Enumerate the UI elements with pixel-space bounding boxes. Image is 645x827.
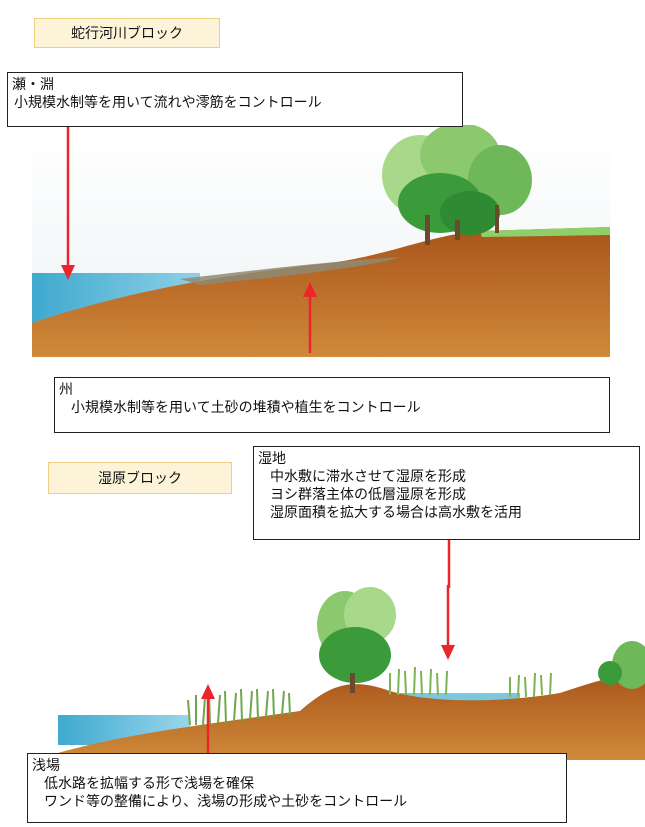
wetland-block-tag: 湿原ブロック bbox=[48, 462, 232, 494]
wetland-soil bbox=[58, 671, 645, 760]
callout-shitchi-line-3: 湿原面積を拡大する場合は高水敷を活用 bbox=[270, 505, 522, 521]
callout-su: 州 小規模水制等を用いて土砂の堆積や植生をコントロール bbox=[54, 377, 610, 433]
callout-shitchi-line-2: ヨシ群落主体の低層湿原を形成 bbox=[270, 487, 466, 503]
wetland-tree-cluster bbox=[317, 587, 645, 693]
callout-seo-fuchi: 瀬・淵 小規模水制等を用いて流れや澪筋をコントロール bbox=[7, 72, 463, 127]
callout-asaba: 浅場 低水路を拡幅する形で浅場を確保 ワンド等の整備により、浅場の形成や土砂をコ… bbox=[27, 753, 567, 823]
meander-river-illustration bbox=[32, 125, 610, 357]
callout-shitchi: 湿地 中水敷に滞水させて湿原を形成 ヨシ群落主体の低層湿原を形成 湿原面積を拡大… bbox=[253, 446, 640, 540]
arrow-to-gravel-head bbox=[303, 282, 317, 297]
callout-su-line-1: 小規模水制等を用いて土砂の堆積や植生をコントロール bbox=[71, 400, 421, 416]
callout-asaba-line-1: 低水路を拡幅する形で浅場を確保 bbox=[44, 776, 254, 792]
reeds-left bbox=[187, 688, 291, 726]
callout-seo-fuchi-title: 瀬・淵 bbox=[12, 77, 54, 93]
wetland-illustration bbox=[58, 585, 645, 760]
reeds-wetland bbox=[389, 666, 552, 698]
wetland-arrow-connector bbox=[447, 538, 451, 588]
callout-su-title: 州 bbox=[59, 382, 73, 398]
arrow-to-water-head bbox=[61, 265, 75, 280]
callout-asaba-title: 浅場 bbox=[32, 758, 60, 774]
arrow-to-shallows-head bbox=[201, 684, 215, 699]
tree-cluster bbox=[382, 125, 532, 245]
grass-strip bbox=[480, 227, 610, 237]
callout-asaba-line-2: ワンド等の整備により、浅場の形成や土砂をコントロール bbox=[44, 794, 408, 810]
callout-shitchi-title: 湿地 bbox=[258, 451, 286, 467]
callout-seo-fuchi-line-1: 小規模水制等を用いて流れや澪筋をコントロール bbox=[14, 95, 322, 111]
meander-river-block-tag: 蛇行河川ブロック bbox=[34, 18, 220, 48]
gravel-bar bbox=[180, 257, 400, 285]
callout-shitchi-line-1: 中水敷に滞水させて湿原を形成 bbox=[270, 469, 466, 485]
arrow-to-wetland-head bbox=[441, 645, 455, 660]
soil-bank bbox=[32, 227, 610, 357]
